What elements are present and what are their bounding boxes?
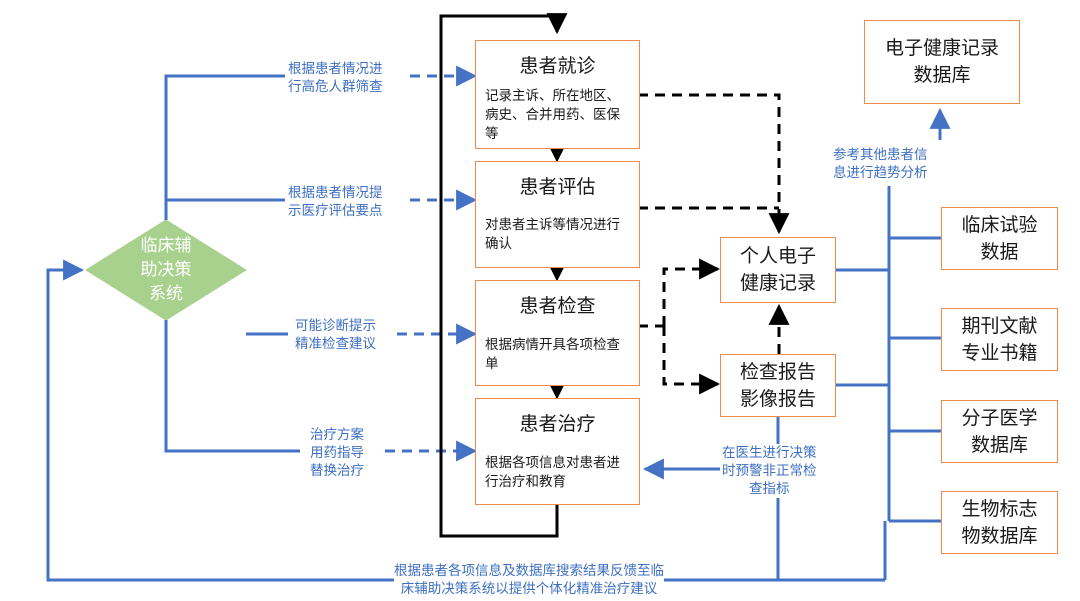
step-desc: 根据各项信息对患者进行治疗和教育: [485, 455, 620, 490]
diamond-branches: [164, 74, 300, 453]
note-trend: 参考其他患者信 息进行趋势分析: [833, 146, 928, 182]
clinical-trial-box: 临床试验 数据: [941, 207, 1058, 270]
step-desc: 对患者主诉等情况进行确认: [485, 217, 620, 252]
step-assess: 患者评估 对患者主诉等情况进行确认: [475, 161, 640, 268]
exam-report-box: 检查报告 影像报告: [720, 354, 836, 417]
step-hint-arrows: [385, 65, 478, 462]
personal-ehr-box: 个人电子 健康记录: [720, 237, 836, 303]
note-assessment: 根据患者情况提 示医疗评估要点: [288, 184, 383, 220]
step-exam: 患者检查 根据病情开具各项检查单: [475, 280, 640, 386]
note-alert: 在医生进行决策 时预警非正常检 查指标: [722, 444, 817, 498]
step-title: 患者评估: [519, 176, 596, 198]
note-screening: 根据患者情况进 行高危人群筛查: [288, 60, 383, 96]
ehr-database-box: 电子健康记录 数据库: [864, 20, 1020, 104]
step-title: 患者就诊: [519, 55, 596, 77]
molecular-db-box: 分子医学 数据库: [941, 400, 1058, 463]
step-desc: 记录主诉、所在地区、病史、合并用药、医保等: [485, 88, 620, 142]
step-visit: 患者就诊 记录主诉、所在地区、病史、合并用药、医保等: [475, 40, 640, 149]
decision-system-label: 临床辅 助决策 系统: [140, 236, 192, 304]
note-treatment: 治疗方案 用药指导 替换治疗: [310, 426, 364, 480]
process-loop: [439, 13, 568, 538]
note-diagnosis: 可能诊断提示 精准检查建议: [295, 317, 376, 353]
step-desc: 根据病情开具各项检查单: [485, 337, 620, 372]
step-title: 患者治疗: [519, 413, 596, 435]
step-treat: 患者治疗 根据各项信息对患者进行治疗和教育: [475, 398, 640, 505]
ehr-dashed-links: [638, 93, 790, 395]
note-feedback: 根据患者各项信息及数据库搜索结果反馈至临 床辅助决策系统以提供个体化精准治疗建议: [394, 562, 664, 598]
journal-box: 期刊文献 专业书籍: [941, 308, 1058, 371]
biomarker-db-box: 生物标志 物数据库: [941, 491, 1058, 554]
step-title: 患者检查: [519, 295, 596, 317]
